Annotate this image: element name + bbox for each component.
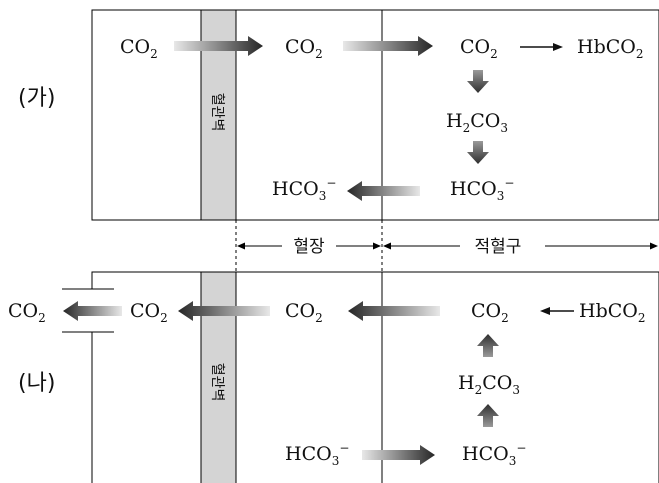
arrow-h2co3-to-hco3-ga bbox=[467, 141, 489, 164]
co2-air-na: CO2 bbox=[8, 300, 46, 325]
vessel-wall-label-na: 혈관벽 bbox=[209, 363, 225, 402]
co2-plasma-na: CO2 bbox=[285, 300, 323, 325]
arrow-hco3-rbc-to-plasma-ga bbox=[347, 181, 420, 201]
arrow-co2-plasma-to-rbc-ga bbox=[343, 36, 433, 56]
plasma-span-left-head bbox=[237, 242, 245, 250]
panel-label-na: (나) bbox=[18, 371, 55, 396]
panel-na: (나) 혈관벽 CO2 CO2 CO2 CO2 HbCO2 H2CO3 HCO3… bbox=[8, 271, 659, 483]
arrow-co2-to-h2co3-ga bbox=[467, 70, 489, 93]
hco3-plasma-ga: HCO3− bbox=[272, 176, 336, 203]
region-labels: 혈장 적혈구 bbox=[235, 220, 658, 272]
vessel-wall-label-ga: 혈관벽 bbox=[209, 93, 225, 132]
plasma-span-right-head bbox=[373, 242, 381, 250]
plasma-label: 혈장 bbox=[293, 237, 325, 257]
arrow-co2-rbc-to-plasma-na bbox=[348, 301, 440, 321]
co2-alveolus-na: CO2 bbox=[130, 300, 168, 325]
h2co3-na: H2CO3 bbox=[458, 372, 520, 397]
arrow-co2-tissue-to-plasma-ga bbox=[174, 36, 263, 56]
panel-label-ga: (가) bbox=[18, 86, 55, 111]
hco3-rbc-ga: HCO3− bbox=[450, 176, 514, 203]
co2-rbc-na: CO2 bbox=[471, 300, 509, 325]
arrow-h2co3-to-co2-na bbox=[477, 334, 499, 357]
h2co3-ga: H2CO3 bbox=[446, 110, 508, 135]
hco3-plasma-na: HCO3− bbox=[285, 441, 349, 468]
arrow-co2-to-hbco2-ga bbox=[520, 43, 563, 51]
rbc-label: 적혈구 bbox=[475, 237, 522, 257]
arrow-hco3-plasma-to-rbc-na bbox=[362, 445, 435, 465]
rbc-span-right-head bbox=[650, 242, 658, 250]
arrow-hbco2-to-co2-na bbox=[540, 307, 574, 315]
panel-ga: (가) 혈관벽 CO2 CO2 CO2 HbCO2 H2CO3 HCO3− HC… bbox=[18, 9, 659, 221]
arrow-co2-plasma-to-alveolus-na bbox=[178, 301, 270, 321]
co2-rbc-ga: CO2 bbox=[460, 36, 498, 61]
rbc-span-left-head bbox=[383, 242, 391, 250]
co2-tissue-ga: CO2 bbox=[120, 36, 158, 61]
arrow-co2-alveolus-to-air-na bbox=[63, 301, 122, 321]
arrow-hco3-to-h2co3-na bbox=[477, 404, 499, 427]
hbco2-na: HbCO2 bbox=[579, 300, 646, 325]
hco3-rbc-na: HCO3− bbox=[462, 441, 526, 468]
co2-plasma-ga: CO2 bbox=[285, 36, 323, 61]
hbco2-ga: HbCO2 bbox=[577, 36, 644, 61]
